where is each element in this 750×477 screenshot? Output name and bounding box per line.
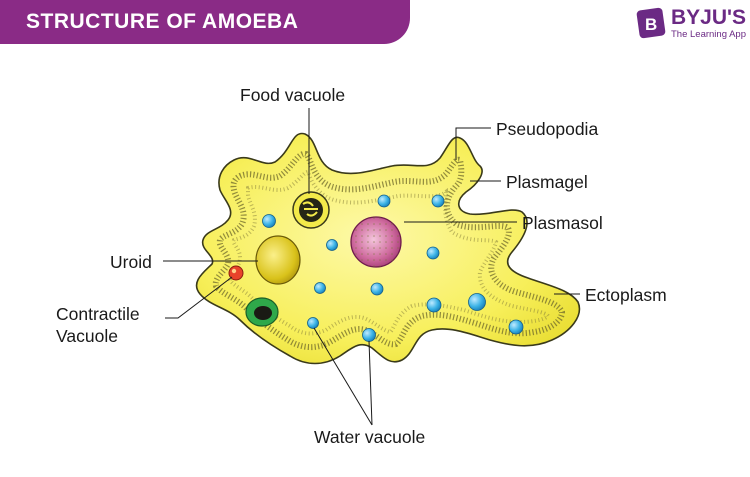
leader-lines [163,108,580,426]
water-vacuole [426,297,442,313]
water-vacuole [468,293,486,311]
water-vacuoles [262,194,524,342]
label-ectoplasm: Ectoplasm [585,285,667,305]
page-title: STRUCTURE OF AMOEBA [26,10,299,33]
label-uroid: Uroid [110,252,152,272]
brand-logo: B BYJU'S The Learning App [636,7,746,40]
water-vacuole [307,317,319,329]
food-vacuole-green [245,297,279,327]
water-vacuole [431,194,445,208]
byjus-logo-icon: B [636,8,666,39]
uroid [255,235,301,285]
water-vacuole-leader-1 [313,327,373,426]
label-contractile-line2: Vacuole [56,326,118,346]
label-water-vacuole: Water vacuole [314,427,425,447]
label-food-vacuole: Food vacuole [240,85,345,105]
nucleus [350,216,402,268]
label-pseudopodia: Pseudopodia [496,119,598,139]
ectoplasm-band [212,150,566,350]
label-contractile-line1: Contractile [56,304,140,324]
water-vacuole-leader-2 [368,340,373,426]
label-plasmasol: Plasmasol [522,213,603,233]
contractile-vacuole [228,265,244,281]
water-vacuole [426,246,440,260]
contractile-leader [165,276,233,319]
food-vacuole [292,191,330,229]
water-vacuole [370,282,384,296]
water-vacuole [377,194,391,208]
water-vacuole [508,319,524,335]
water-vacuole [314,282,326,294]
pseudopodia-leader [455,127,491,160]
brand-name: BYJU'S [671,6,747,29]
brand-tagline: The Learning App [671,29,747,40]
water-vacuole [262,214,276,228]
water-vacuole [326,239,338,251]
water-vacuole [362,328,376,342]
label-plasmagel: Plasmagel [506,172,588,192]
title-banner: STRUCTURE OF AMOEBA [0,0,410,44]
svg-text:B: B [645,15,657,34]
